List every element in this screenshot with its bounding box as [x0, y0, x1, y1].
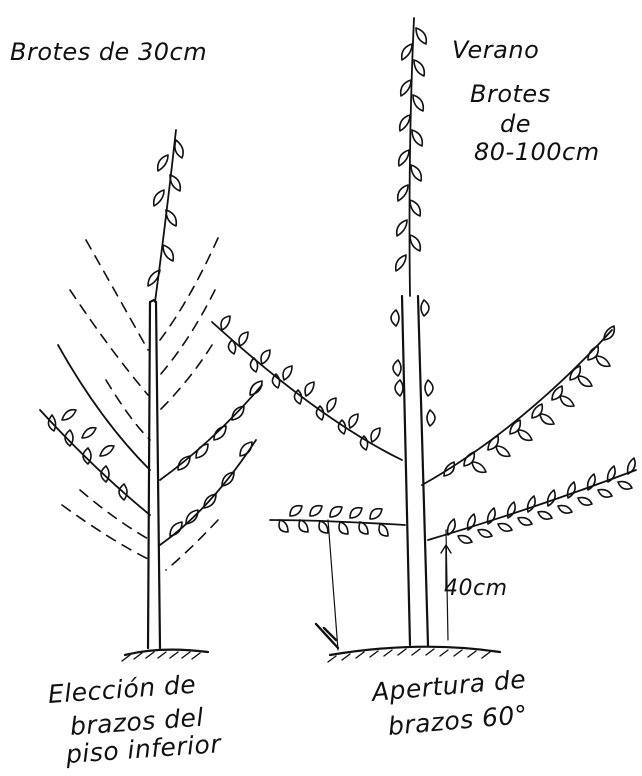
left-branch-upper-right — [160, 385, 262, 480]
right-branch-lower-left — [270, 520, 405, 525]
label-brotes-30cm: Brotes de 30cm — [10, 40, 207, 64]
right-branch-upper-left — [212, 322, 402, 460]
guide-stake-left — [328, 520, 338, 650]
right-ground — [330, 647, 500, 655]
label-80-100cm: 80-100cm — [474, 140, 600, 164]
left-branch-upper-left — [40, 410, 150, 515]
label-40cm: 40cm — [444, 578, 508, 600]
label-verano: Verano — [452, 38, 539, 62]
right-trunk — [402, 296, 428, 645]
right-branch-lower-right — [428, 470, 636, 540]
right-branch-upper-right — [422, 330, 612, 485]
label-brotes: Brotes — [470, 82, 551, 106]
pruning-tool — [316, 624, 338, 648]
left-tree — [40, 130, 262, 661]
label-de: de — [500, 112, 531, 136]
right-tree — [212, 18, 636, 662]
left-trunk — [148, 302, 160, 648]
